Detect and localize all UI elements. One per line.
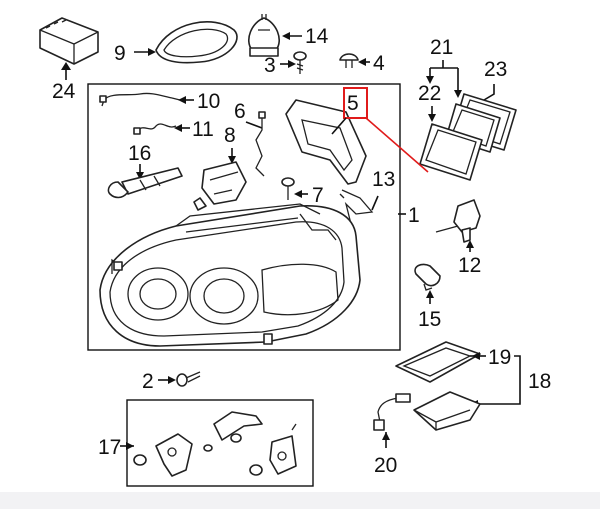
headlamp-assembly-box: [87, 83, 401, 351]
callout-14: 14: [305, 25, 329, 48]
arrow-9: [148, 48, 156, 56]
leader-5: [331, 117, 347, 135]
arrow-19: [472, 352, 480, 360]
part-15-side-bulb[interactable]: [414, 263, 441, 291]
part-19-ballast-cover[interactable]: [395, 341, 481, 383]
callout-5: 5: [347, 92, 359, 115]
callout-4: 4: [373, 52, 385, 75]
callout-8: 8: [224, 124, 236, 147]
part-5-trim-frame[interactable]: [285, 99, 367, 185]
part-24-control-module[interactable]: [39, 17, 99, 65]
callout-1: 1: [408, 204, 420, 227]
part-6-wire-harness[interactable]: [255, 111, 266, 177]
arrow-8: [228, 156, 236, 164]
part-10-harness[interactable]: [99, 92, 181, 107]
callout-6: 6: [234, 100, 246, 123]
callout-22: 22: [418, 82, 441, 105]
callout-19: 19: [488, 346, 511, 369]
callout-20: 20: [374, 454, 397, 477]
arrow-4: [358, 58, 366, 66]
callout-16: 16: [128, 142, 151, 165]
part-7-bolt[interactable]: [281, 177, 295, 200]
footer-strip: [0, 492, 600, 509]
part-9-seal[interactable]: [155, 21, 238, 64]
part-11-wire[interactable]: [133, 123, 177, 135]
arrow-20: [382, 432, 390, 440]
callout-15: 15: [418, 308, 441, 331]
arrow-15: [426, 290, 434, 298]
callout-17: 17: [98, 436, 121, 459]
part-18-ballast-unit[interactable]: [413, 391, 481, 431]
leader-21: [429, 60, 459, 92]
callout-3: 3: [264, 54, 276, 77]
leader-23: [483, 84, 495, 101]
arrow-7: [294, 190, 302, 198]
highlight-pointer-5: [365, 117, 429, 173]
part-2-bolt[interactable]: [176, 371, 201, 387]
callout-2: 2: [142, 370, 154, 393]
arrow-11: [174, 124, 182, 132]
callout-9: 9: [114, 42, 126, 65]
part-1-headlamp-housing[interactable]: [99, 203, 361, 347]
part-12-xenon-bulb[interactable]: [435, 199, 481, 243]
arrow-21a: [426, 76, 434, 84]
callout-12: 12: [458, 254, 481, 277]
callout-23: 23: [484, 58, 507, 81]
highlight-box-5: [343, 87, 368, 119]
callout-18: 18: [528, 370, 551, 393]
callout-11: 11: [192, 118, 214, 141]
part-3-screw[interactable]: [293, 51, 307, 74]
arrow-14: [282, 32, 290, 40]
part-20-igniter-wire[interactable]: [373, 393, 411, 431]
callout-7: 7: [312, 184, 324, 207]
arrow-3: [288, 60, 296, 68]
part-4-clip[interactable]: [339, 53, 359, 68]
part-16-socket[interactable]: [107, 167, 183, 199]
arrow-12: [466, 240, 474, 248]
part-17-bracket-set[interactable]: [133, 411, 297, 477]
part-22-cover[interactable]: [419, 123, 483, 181]
leader-13: [371, 195, 379, 211]
part-13-bracket[interactable]: [339, 189, 374, 229]
arrow-22: [428, 114, 436, 122]
callout-21: 21: [430, 36, 453, 59]
arrow-16: [136, 172, 144, 180]
callout-24: 24: [52, 80, 76, 103]
callout-10: 10: [197, 90, 220, 113]
arrow-21b: [454, 90, 462, 98]
arrow-10: [178, 96, 186, 104]
leader-18: [470, 355, 521, 405]
arrow-24: [61, 62, 71, 70]
arrow-2: [168, 376, 176, 384]
callout-13: 13: [372, 168, 395, 191]
arrow-17: [126, 442, 134, 450]
part-14-bulb[interactable]: [248, 14, 280, 57]
part-8-level-motor[interactable]: [193, 161, 247, 211]
leader-6: [245, 121, 263, 129]
